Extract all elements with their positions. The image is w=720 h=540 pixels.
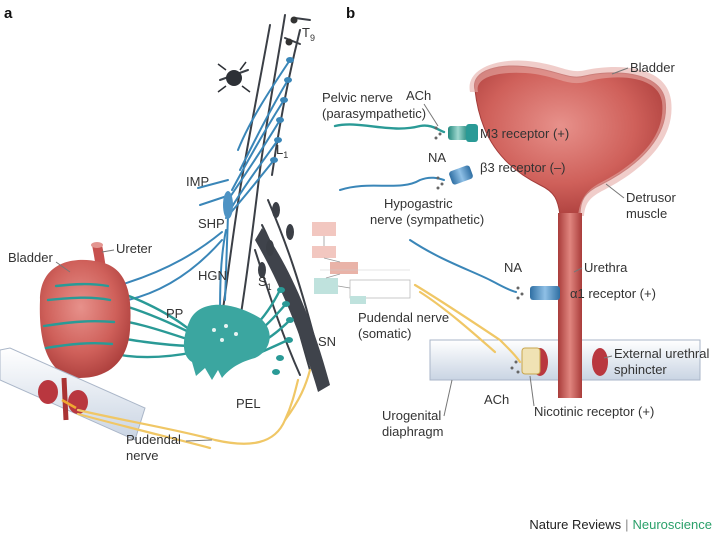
spinal-neuron-cells <box>217 16 298 278</box>
label-urogenital-2: diaphragm <box>382 424 443 439</box>
journal-footer: Nature Reviews|Neuroscience <box>529 517 712 532</box>
label-pelvic-nerve-2: (parasympathetic) <box>322 106 426 121</box>
label-ach-bottom: ACh <box>484 392 509 407</box>
label-shp: SHP <box>198 216 225 231</box>
label-pudendal-b-2: (somatic) <box>358 326 411 341</box>
sympathetic-branches <box>119 57 294 321</box>
nicotinic-receptor <box>510 347 541 375</box>
label-b3-receptor: β3 receptor (–) <box>480 160 566 175</box>
journal-name: Nature Reviews <box>529 517 622 532</box>
label-pp: PP <box>166 306 183 321</box>
sphincter-left <box>38 380 58 404</box>
inset-flowchart <box>312 222 411 304</box>
sacral-nerve-bundle <box>255 228 330 392</box>
label-pudendal-a-1: Pudendal <box>126 432 181 447</box>
label-bladder-a: Bladder <box>8 250 53 265</box>
label-bladder-b: Bladder <box>630 60 675 75</box>
panel-a-label: a <box>4 5 13 22</box>
label-pelvic-nerve-1: Pelvic nerve <box>322 90 393 105</box>
label-urogenital-1: Urogenital <box>382 408 441 423</box>
bladder-nerve-fibers <box>42 282 116 350</box>
bladder-organ-a <box>39 259 131 378</box>
pelvic-plexus <box>183 304 270 380</box>
label-nicotinic-receptor: Nicotinic receptor (+) <box>534 404 654 419</box>
label-m3-receptor: M3 receptor (+) <box>480 126 569 141</box>
pudendal-endings <box>61 398 77 410</box>
journal-section: Neuroscience <box>632 517 713 532</box>
label-s1: S1 <box>258 274 272 292</box>
pudendal-nerve-a <box>76 368 312 450</box>
eus-right <box>592 348 608 376</box>
label-l1: L1 <box>276 142 288 160</box>
label-sn: SN <box>318 334 336 349</box>
label-pudendal-b-1: Pudendal nerve <box>358 310 449 325</box>
shp-ganglion <box>223 191 233 219</box>
label-t9: T9 <box>302 25 315 43</box>
label-ach-top: ACh <box>406 88 431 103</box>
label-alpha1-receptor: α1 receptor (+) <box>570 286 656 301</box>
m3-receptor <box>434 124 478 142</box>
alpha1-receptor <box>516 286 560 300</box>
label-imp: IMP <box>186 174 209 189</box>
label-eus-2: sphincter <box>614 362 667 377</box>
nerves-panel-b <box>333 123 522 364</box>
label-pel: PEL <box>236 396 261 411</box>
label-na-top: NA <box>428 150 446 165</box>
label-pudendal-a-2: nerve <box>126 448 159 463</box>
detrusor-layer <box>469 60 672 216</box>
beta3-receptor <box>436 165 473 190</box>
label-eus-1: External urethral <box>614 346 709 361</box>
label-hypogastric-1: Hypogastric <box>384 196 453 211</box>
label-hgn: HGN <box>198 268 227 283</box>
label-detrusor-1: Detrusor <box>626 190 677 205</box>
ureter-opening <box>91 242 103 248</box>
label-ureter: Ureter <box>116 241 153 256</box>
sphincter-right <box>68 390 88 414</box>
panel-b-label: b <box>346 5 355 22</box>
label-detrusor-2: muscle <box>626 206 667 221</box>
label-urethra: Urethra <box>584 260 628 275</box>
label-na-mid: NA <box>504 260 522 275</box>
urethra-a <box>61 377 69 421</box>
label-hypogastric-2: nerve (sympathetic) <box>370 212 484 227</box>
